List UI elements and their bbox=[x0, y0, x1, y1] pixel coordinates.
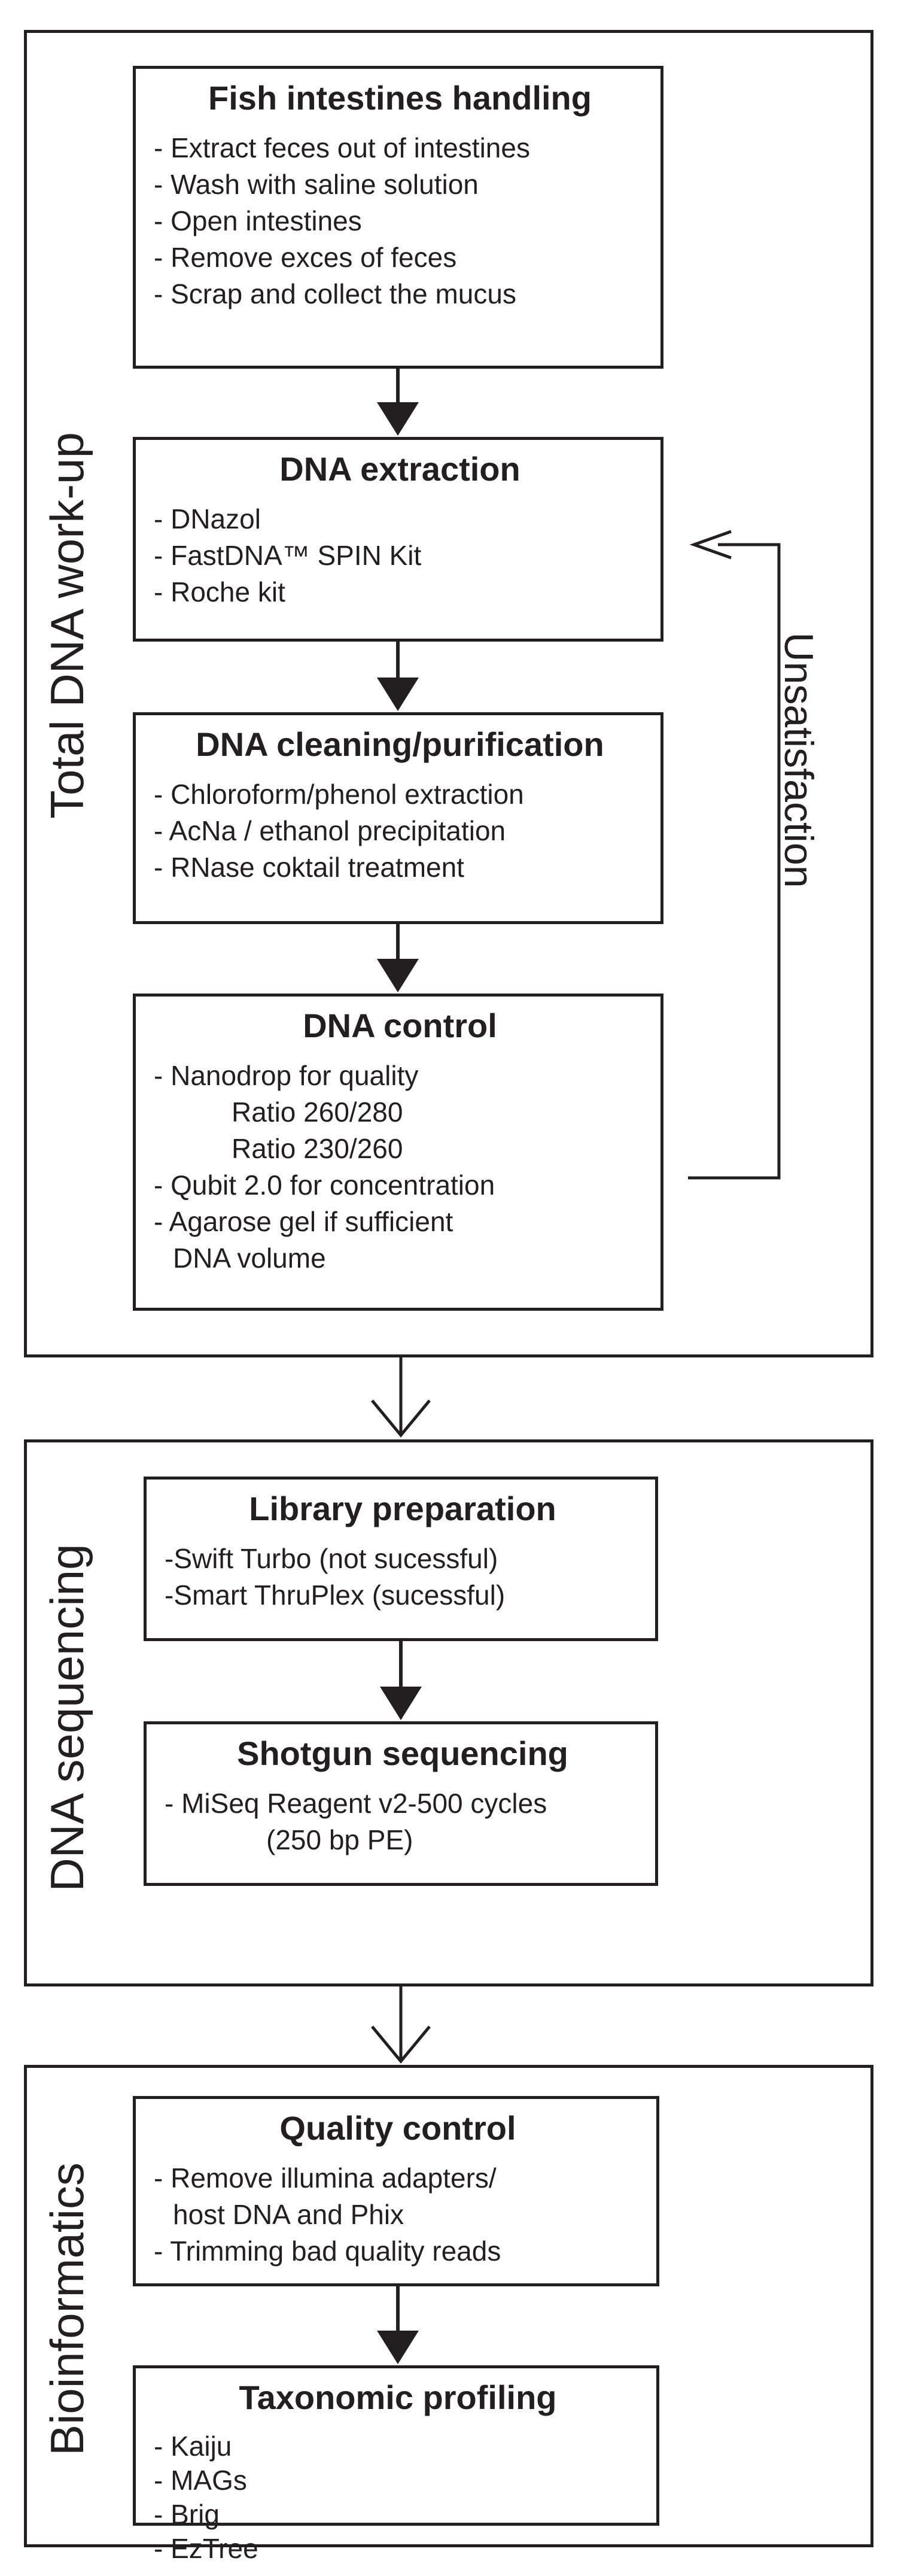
section-label-dna-sequencing: DNA sequencing bbox=[41, 1544, 93, 1892]
list-item: - Qubit 2.0 for concentration bbox=[154, 1169, 495, 1201]
list-item: - Kaiju bbox=[154, 2430, 232, 2462]
list-item: - AcNa / ethanol precipitation bbox=[154, 815, 506, 846]
list-item: - Nanodrop for quality bbox=[154, 1059, 419, 1091]
step-fish-intestines-handling: Fish intestines handling - Extract feces… bbox=[133, 66, 663, 369]
list-item: - Agarose gel if sufficient bbox=[154, 1205, 453, 1237]
step-dna-control: DNA control - Nanodrop for quality Ratio… bbox=[133, 994, 663, 1311]
step-items: - Remove illumina adapters/ host DNA and… bbox=[154, 2160, 642, 2270]
step-items: - Kaiju - MAGs - Brig - EzTree bbox=[154, 2429, 642, 2566]
list-item: - Wash with saline solution bbox=[154, 168, 479, 200]
list-item: (250 bp PE) bbox=[266, 1824, 413, 1855]
arrow-workup-to-sequencing bbox=[371, 1357, 431, 1438]
list-item: - Extract feces out of intestines bbox=[154, 132, 530, 163]
list-item: - RNase coktail treatment bbox=[154, 851, 464, 883]
list-item: - EzTree bbox=[154, 2532, 258, 2564]
step-taxonomic-profiling: Taxonomic profiling - Kaiju - MAGs - Bri… bbox=[133, 2365, 659, 2564]
list-item: - Remove illumina adapters/ bbox=[154, 2162, 497, 2194]
list-item: - Trimming bad quality reads bbox=[154, 2235, 501, 2267]
section-label-bioinformatics: Bioinformatics bbox=[41, 2162, 93, 2456]
list-item: - Open intestines bbox=[154, 205, 362, 236]
step-title: Quality control bbox=[279, 2109, 516, 2147]
list-item: - Chloroform/phenol extraction bbox=[154, 778, 524, 810]
step-items: - Extract feces out of intestines - Wash… bbox=[154, 130, 646, 312]
step-items: - DNazol - FastDNA™ SPIN Kit - Roche kit bbox=[154, 501, 646, 610]
step-title: Taxonomic profiling bbox=[239, 2378, 557, 2416]
list-item: Ratio 230/260 bbox=[232, 1132, 403, 1164]
arrow-sequencing-to-bioinformatics bbox=[371, 1986, 431, 2064]
step-dna-extraction: DNA extraction - DNazol - FastDNA™ SPIN … bbox=[133, 437, 663, 642]
step-quality-control: Quality control - Remove illumina adapte… bbox=[133, 2096, 659, 2286]
step-items: - MiSeq Reagent v2-500 cycles (250 bp PE… bbox=[165, 1785, 641, 1858]
step-title: DNA cleaning/purification bbox=[196, 725, 604, 763]
list-item: - Remove exces of feces bbox=[154, 241, 457, 273]
feedback-label: Unsatisfaction bbox=[776, 632, 821, 888]
list-item: -Swift Turbo (not sucessful) bbox=[165, 1542, 498, 1574]
step-title: DNA control bbox=[303, 1007, 497, 1044]
step-items: - Chloroform/phenol extraction - AcNa / … bbox=[154, 776, 646, 886]
step-library-preparation: Library preparation -Swift Turbo (not su… bbox=[144, 1477, 658, 1641]
step-dna-cleaning-purification: DNA cleaning/purification - Chloroform/p… bbox=[133, 712, 663, 924]
step-title: Shotgun sequencing bbox=[237, 1734, 568, 1772]
step-shotgun-sequencing: Shotgun sequencing - MiSeq Reagent v2-50… bbox=[144, 1721, 658, 1886]
list-item: -Smart ThruPlex (sucessful) bbox=[165, 1579, 506, 1611]
list-item: Ratio 260/280 bbox=[232, 1096, 403, 1128]
step-title: Fish intestines handling bbox=[208, 79, 592, 117]
section-label-total-dna-work-up: Total DNA work-up bbox=[41, 432, 93, 819]
list-item: host DNA and Phix bbox=[173, 2198, 404, 2230]
list-item: - Brig bbox=[154, 2498, 220, 2530]
step-title: Library preparation bbox=[249, 1490, 556, 1527]
list-item: - MiSeq Reagent v2-500 cycles bbox=[165, 1787, 547, 1819]
step-items: - Nanodrop for quality Ratio 260/280 Rat… bbox=[154, 1058, 646, 1277]
step-title: DNA extraction bbox=[279, 450, 520, 488]
list-item: - MAGs bbox=[154, 2464, 247, 2496]
step-items: -Swift Turbo (not sucessful) -Smart Thru… bbox=[165, 1541, 641, 1614]
list-item: - Roche kit bbox=[154, 576, 285, 607]
list-item: - DNazol bbox=[154, 503, 261, 534]
list-item: - FastDNA™ SPIN Kit bbox=[154, 539, 422, 571]
list-item: DNA volume bbox=[173, 1242, 326, 1274]
list-item: - Scrap and collect the mucus bbox=[154, 278, 516, 309]
